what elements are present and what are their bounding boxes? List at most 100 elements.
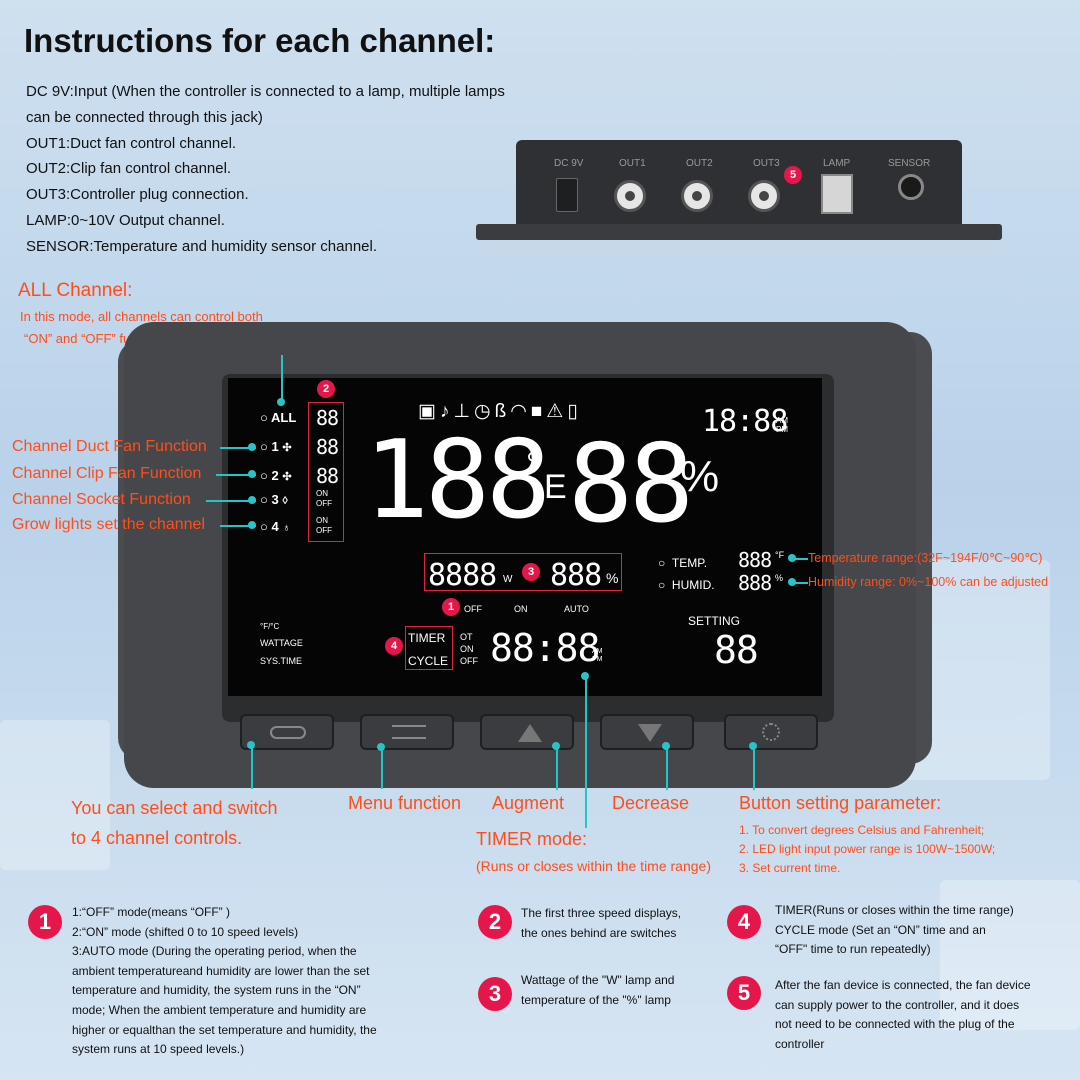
callout-line (251, 745, 253, 789)
note-line: CYCLE mode (Set an “ON” time and an (775, 922, 986, 937)
callout-humid-range: Humidity range: 0%~100% can be adjusted (808, 575, 1049, 589)
desc-line: can be connected through this jack) (26, 108, 263, 126)
channel-1: ○ 1 ✣ (260, 439, 292, 454)
note-line: mode; When the ambient temperature and h… (72, 1002, 367, 1017)
sensor-jack-icon (898, 174, 924, 200)
setting-item: 1. To convert degrees Celsius and Fahren… (739, 823, 985, 837)
bulb-icon: ♁ (282, 522, 291, 534)
fan-icon: ✣ (282, 471, 292, 483)
callout-dot (248, 443, 256, 451)
timer-mode-desc: (Runs or closes within the time range) (476, 858, 711, 874)
note-line: “OFF" time to run repeatedly) (775, 942, 931, 957)
setting-value: 88 (714, 628, 759, 672)
setting-item: 2. LED light input power range is 100W~1… (739, 842, 996, 856)
callout-clip-fan: Channel Clip Fan Function (12, 465, 202, 482)
callout-dot (788, 578, 796, 586)
timer-display: 88:88 (490, 626, 600, 670)
channel-label: 4 (271, 519, 279, 534)
big-humidity: 88 (568, 422, 694, 547)
temp-unit: °F (775, 550, 785, 560)
menu-button[interactable] (360, 714, 454, 750)
channel-label: ALL (270, 410, 297, 425)
callout-dot (788, 554, 796, 562)
toggle-icon (270, 726, 306, 739)
setting-param-title: Button setting parameter: (739, 793, 942, 813)
status-icons: ▣♪⊥◷ß◠■⚠▯ (418, 400, 582, 423)
down-arrow-icon (638, 724, 662, 742)
humid-label: ○ HUMID. (658, 578, 715, 592)
setting-item: 3. Set current time. (739, 861, 841, 875)
note-line: ambient temperatureand humidity are lowe… (72, 963, 370, 978)
highlight-box-wattage (424, 553, 622, 591)
channel-select-button[interactable] (240, 714, 334, 750)
note-line: higher or equalthan the set temperature … (72, 1022, 377, 1037)
systime-label: SYS.TIME (260, 656, 303, 666)
humid-label-text: HUMID. (671, 578, 715, 592)
port-label-dc: DC 9V (554, 158, 584, 169)
off-label: OFF (460, 656, 478, 666)
callout-line (792, 582, 808, 584)
wattage-label: WATTAGE (260, 638, 303, 648)
highlight-box-channels (308, 402, 344, 542)
note-line: the ones behind are switches (521, 925, 677, 940)
callout-grow-lights: Grow lights set the channel (12, 516, 205, 533)
back-panel-body (516, 140, 962, 230)
callout-dot (247, 741, 255, 749)
callout-dot (377, 743, 385, 751)
callout-dot (662, 742, 670, 750)
timer-mode-title: TIMER mode: (476, 829, 588, 849)
callout-dot (248, 470, 256, 478)
channel-2-value: 88 (316, 464, 339, 488)
badge-5: 5 (784, 166, 802, 184)
note-badge-5: 5 (727, 976, 761, 1010)
callout-dot (552, 742, 560, 750)
watt-unit: W (503, 574, 513, 585)
setting-button[interactable] (724, 714, 818, 750)
desc-line: OUT2:Clip fan control channel. (26, 160, 232, 178)
percent-unit: % (606, 570, 619, 586)
fc-label: °F/°C (260, 622, 280, 631)
note-badge-4: 4 (727, 905, 761, 939)
channel-3-value: ON OFF (316, 489, 332, 508)
menu-label: Menu function (348, 793, 462, 813)
select-label: You can select and switch to 4 channel c… (71, 793, 277, 853)
decrease-button[interactable] (600, 714, 694, 750)
note-line: controller (775, 1036, 825, 1051)
temp-label: ○ TEMP. (658, 556, 708, 570)
temp-label-text: TEMP. (671, 556, 708, 570)
warning-icon: ⚠ (546, 401, 568, 422)
channel-all: ○ ALL (260, 410, 297, 425)
channel-4: ○ 4 ♁ (260, 519, 291, 534)
note-line: can supply power to the controller, and … (775, 997, 1020, 1012)
menu-icon (392, 725, 426, 739)
callout-line (281, 355, 283, 403)
callout-line (753, 746, 755, 790)
callout-dot (248, 521, 256, 529)
callout-dot (277, 398, 285, 406)
lock-screen-icon: ▣ (418, 401, 440, 422)
callout-socket: Channel Socket Function (12, 491, 191, 508)
device-back-panel: DC 9V OUT1 OUT2 OUT3 LAMP SENSOR 5 (476, 140, 1002, 240)
lamp-rj-port-icon (821, 174, 853, 214)
note-line: TIMER(Runs or closes within the time ran… (775, 903, 1014, 917)
am-label: AM (776, 416, 788, 425)
channel-4-value: ON OFF (316, 516, 332, 535)
bg-decoration (940, 880, 1080, 1030)
channel-label: 2 (271, 468, 279, 483)
callout-line (216, 474, 256, 476)
note-line: not need to be connected with the plug o… (775, 1017, 1015, 1032)
note-line: temperature of the "%" lamp (521, 992, 671, 1007)
mode-off: OFF (464, 604, 482, 614)
alarm-clock-icon: ◷ (474, 401, 495, 422)
note-4: TIMER(Runs or closes within the time ran… (775, 901, 1014, 960)
lock-icon: ■ (530, 401, 547, 422)
badge-4: 4 (385, 637, 403, 655)
pm-label: PM (592, 656, 603, 663)
channel-3: ○ 3 ◊ (260, 492, 288, 507)
thermometer-icon: ⊥ (453, 401, 475, 422)
setting-label: SETTING (688, 614, 741, 628)
select-label-line: You can select and switch (71, 798, 278, 818)
badge-2: 2 (317, 380, 335, 398)
callout-line (792, 558, 808, 560)
